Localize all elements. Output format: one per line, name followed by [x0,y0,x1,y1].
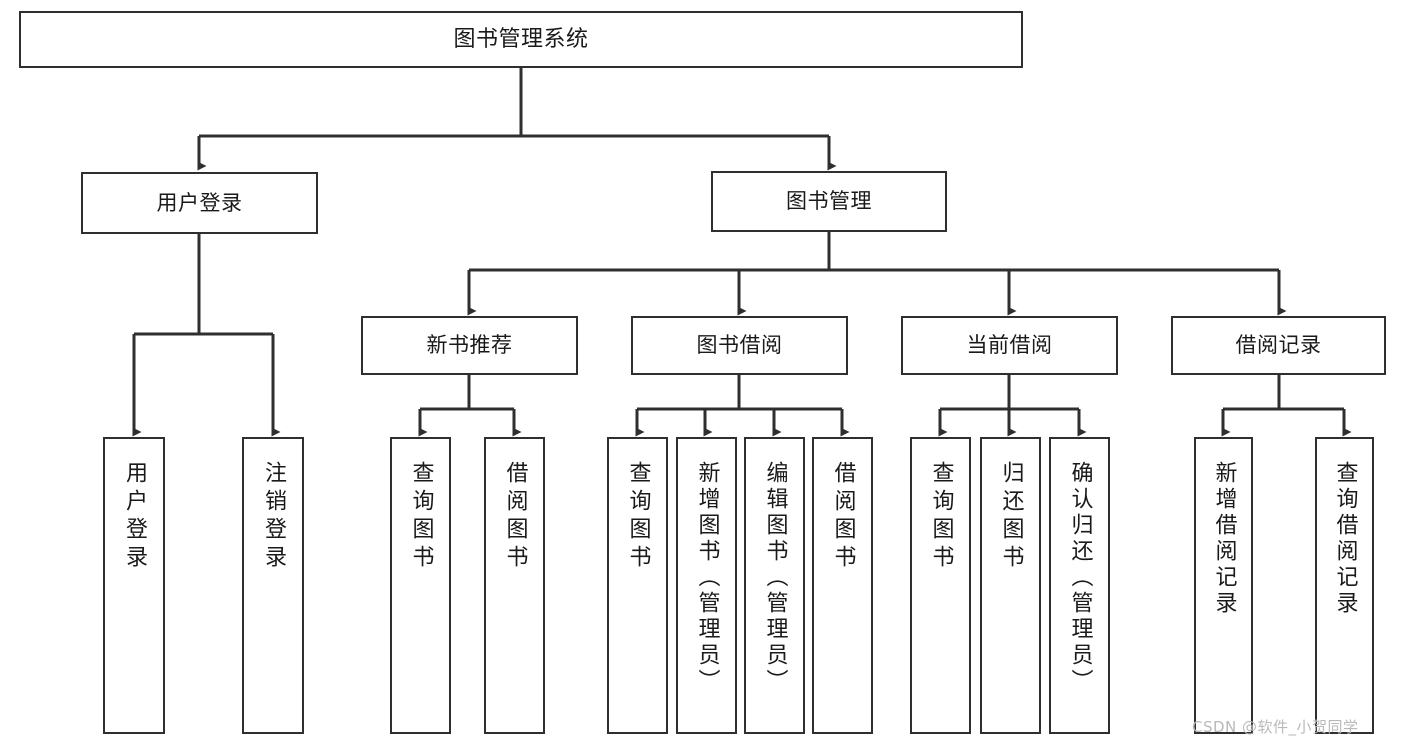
node-new-book-recommend[interactable]: 新书推荐 [361,316,578,375]
node-label: 借阅图书 [830,461,856,573]
node-label: 新增借阅记录 [1211,461,1237,617]
node-borrow-record[interactable]: 借阅记录 [1171,316,1386,375]
node-label: 查询图书 [928,461,954,573]
leaf-user-login-logout[interactable]: 注销登录 [242,437,304,734]
leaf-current-borrow-confirm-return-admin[interactable]: 确认归还（管理员） [1049,437,1110,734]
node-label: 归还图书 [998,461,1024,573]
node-label: 用户登录 [122,461,147,573]
node-label: 图书管理 [786,189,872,214]
leaf-book-borrow-query-books[interactable]: 查询图书 [607,437,668,734]
leaf-new-book-borrow-books[interactable]: 借阅图书 [484,437,545,734]
leaf-book-borrow-add-book-admin[interactable]: 新增图书（管理员） [676,437,737,734]
leaf-new-book-query-books[interactable]: 查询图书 [390,437,451,734]
node-label: 新书推荐 [426,333,513,358]
leaf-book-borrow-borrow-books[interactable]: 借阅图书 [812,437,873,734]
node-label: 查询图书 [625,461,651,573]
csdn-watermark: CSDN @软件_小贺同学 [1192,718,1359,736]
node-label: 编辑图书（管理员） [762,461,788,695]
node-label: 图书管理系统 [453,26,589,52]
leaf-user-login-login[interactable]: 用户登录 [103,437,165,734]
node-label: 图书借阅 [696,333,783,358]
node-user-login[interactable]: 用户登录 [81,172,318,234]
leaf-current-borrow-query-books[interactable]: 查询图书 [910,437,971,734]
node-label: 注销登录 [261,461,286,573]
leaf-borrow-record-add-record[interactable]: 新增借阅记录 [1194,437,1253,734]
node-label: 当前借阅 [966,333,1053,358]
node-label: 查询图书 [408,461,434,573]
node-root-book-management-system[interactable]: 图书管理系统 [19,11,1023,68]
node-book-borrow[interactable]: 图书借阅 [631,316,848,375]
node-label: 用户登录 [156,190,243,215]
node-label: 借阅记录 [1235,333,1322,358]
node-label: 借阅图书 [502,461,528,573]
node-label: 新增图书（管理员） [694,461,720,695]
leaf-borrow-record-query-record[interactable]: 查询借阅记录 [1315,437,1374,734]
node-book-management[interactable]: 图书管理 [711,171,947,232]
leaf-current-borrow-return-books[interactable]: 归还图书 [980,437,1041,734]
node-label: 确认归还（管理员） [1067,461,1093,695]
node-current-borrow[interactable]: 当前借阅 [901,316,1118,375]
leaf-book-borrow-edit-book-admin[interactable]: 编辑图书（管理员） [744,437,805,734]
node-label: 查询借阅记录 [1332,461,1358,617]
